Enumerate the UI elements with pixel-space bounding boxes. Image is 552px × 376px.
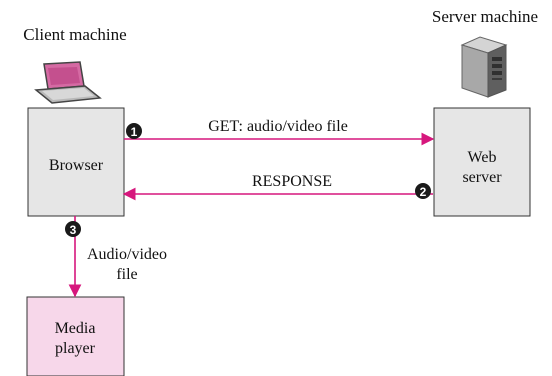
handoff-label-line-2: file: [116, 266, 137, 283]
step-1-badge: [126, 123, 142, 139]
server-machine-title: Server machine: [432, 7, 538, 26]
client-machine-title: Client machine: [23, 25, 126, 44]
web-server-box: [433, 107, 531, 217]
server-tower-icon: [460, 36, 508, 98]
step-3-number: 3: [70, 223, 77, 237]
web-server-label-line-2: server: [462, 169, 502, 186]
step-2-number: 2: [420, 185, 427, 199]
step-3-badge: [65, 221, 81, 237]
browser-box: [27, 107, 125, 217]
web-server-label-line-1: Web: [468, 149, 497, 166]
browser-label: Browser: [49, 157, 104, 174]
request-label: GET: audio/video file: [208, 118, 348, 135]
media-player-label-line-2: player: [55, 340, 96, 357]
media-player-label-line-1: Media: [55, 320, 96, 337]
laptop-icon: [34, 61, 102, 104]
response-label: RESPONSE: [252, 173, 332, 190]
step-1-number: 1: [131, 125, 138, 139]
step-2-badge: [415, 183, 431, 199]
handoff-label-line-1: Audio/video: [87, 246, 167, 263]
